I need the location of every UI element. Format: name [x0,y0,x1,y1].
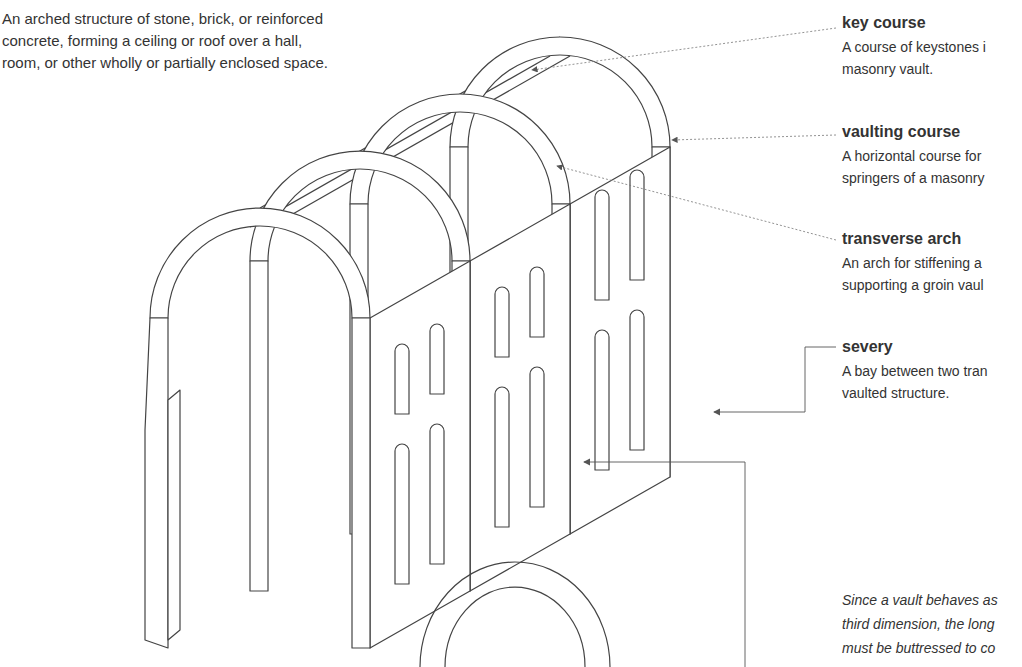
term-heading: vaulting course [842,121,1017,143]
term-definition: A horizontal course for springers of a m… [842,145,1017,189]
note-text: Since a vault behaves as third dimension… [842,588,1017,660]
term-definition: An arch for stiffening a supporting a gr… [842,252,1017,296]
term-heading: severy [842,336,1017,358]
term-definition: A course of keystones i masonry vault. [842,36,1017,80]
term-heading: key course [842,12,1017,34]
term-definition: A bay between two tran vaulted structure… [842,360,1017,404]
term-heading: transverse arch [842,228,1017,250]
definition-text: An arched structure of stone, brick, or … [2,8,337,74]
